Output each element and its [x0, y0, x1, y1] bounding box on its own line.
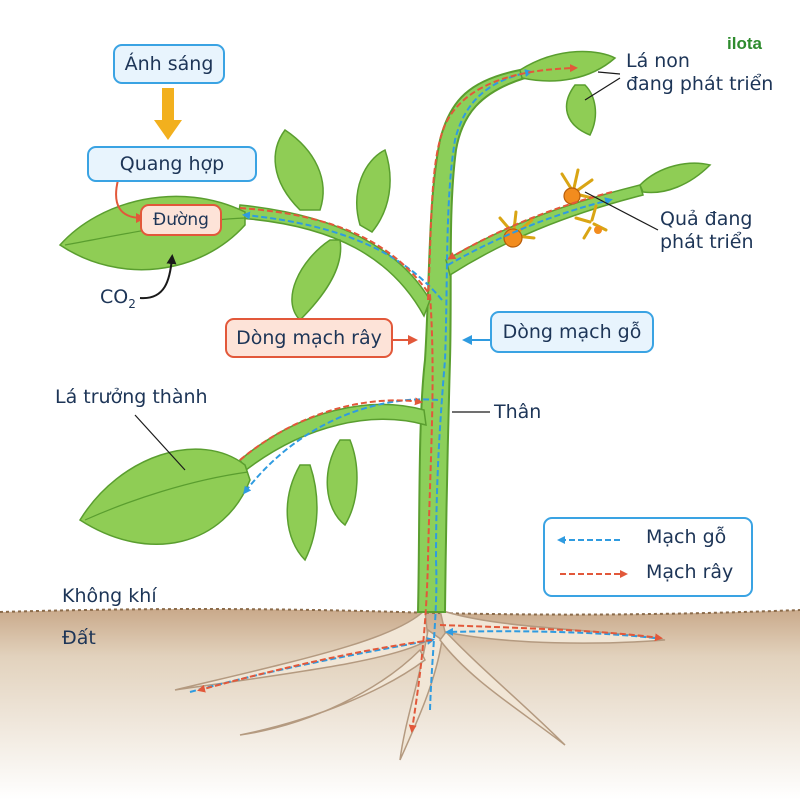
sugar-box: Đường — [140, 204, 222, 236]
xylem-flow-label: Dòng mạch gỗ — [502, 321, 642, 343]
young-leaves-label: Lá non đang phát triển — [626, 50, 773, 96]
leaf-lower-hang-1 — [286, 464, 318, 562]
co2-arrow — [139, 254, 177, 300]
phloem-flow-lines — [197, 64, 663, 733]
fruit-label: Quả đang phát triển — [660, 208, 754, 254]
soil-label: Đất — [62, 627, 96, 649]
photosynthesis-box: Quang hợp — [87, 146, 257, 182]
fruit-3 — [574, 204, 608, 240]
light-box: Ánh sáng — [113, 44, 225, 84]
leaf-mature — [78, 448, 251, 546]
leaf-top-small-2 — [356, 148, 391, 233]
soil-surface-line — [0, 608, 800, 616]
fruit-line-1: Quả đang — [660, 208, 753, 230]
leaf-top-small — [274, 128, 324, 211]
young-leaves-line-1: Lá non — [626, 50, 690, 72]
light-label: Ánh sáng — [124, 53, 214, 75]
mature-leaf-pointer — [134, 414, 186, 471]
light-arrow — [154, 88, 182, 140]
co2-text: CO — [100, 286, 129, 308]
leaf-right-tip — [639, 162, 712, 194]
sugar-label: Đường — [153, 210, 209, 230]
legend — [543, 517, 753, 597]
air-label: Không khí — [62, 585, 157, 607]
young-leaves-pointer-2 — [584, 77, 621, 101]
phloem-flow-label: Dòng mạch rây — [236, 327, 382, 349]
fruit-line-2: phát triển — [660, 230, 754, 253]
leaf-young-top — [519, 50, 617, 82]
leaves — [58, 50, 712, 562]
branch-right — [445, 184, 644, 277]
logo: ilota — [727, 34, 762, 53]
young-leaves-pointer-1 — [597, 71, 621, 75]
leaf-young-hang — [565, 84, 597, 136]
mature-leaf-label: Lá trưởng thành — [55, 386, 208, 408]
young-leaves-line-2: đang phát triển — [626, 72, 774, 95]
phloem-flow-box: Dòng mạch rây — [225, 318, 393, 358]
photosynthesis-label: Quang hợp — [119, 153, 225, 175]
co2-label: CO2 — [100, 286, 136, 311]
stem-label: Thân — [494, 401, 542, 423]
soil-area — [0, 609, 800, 800]
legend-xylem-label: Mạch gỗ — [646, 526, 727, 548]
fruits — [498, 168, 608, 248]
leaf-mid-hanging — [291, 239, 342, 322]
fruit-1 — [498, 210, 536, 248]
leaf-lower-hang-2 — [326, 439, 358, 527]
xylem-flow-box: Dòng mạch gỗ — [490, 311, 654, 353]
fruit-pointer — [584, 191, 659, 231]
photosynthesis-to-sugar-arrow — [115, 179, 146, 223]
legend-phloem-label: Mạch rây — [646, 561, 734, 583]
co2-subscript: 2 — [128, 296, 136, 311]
